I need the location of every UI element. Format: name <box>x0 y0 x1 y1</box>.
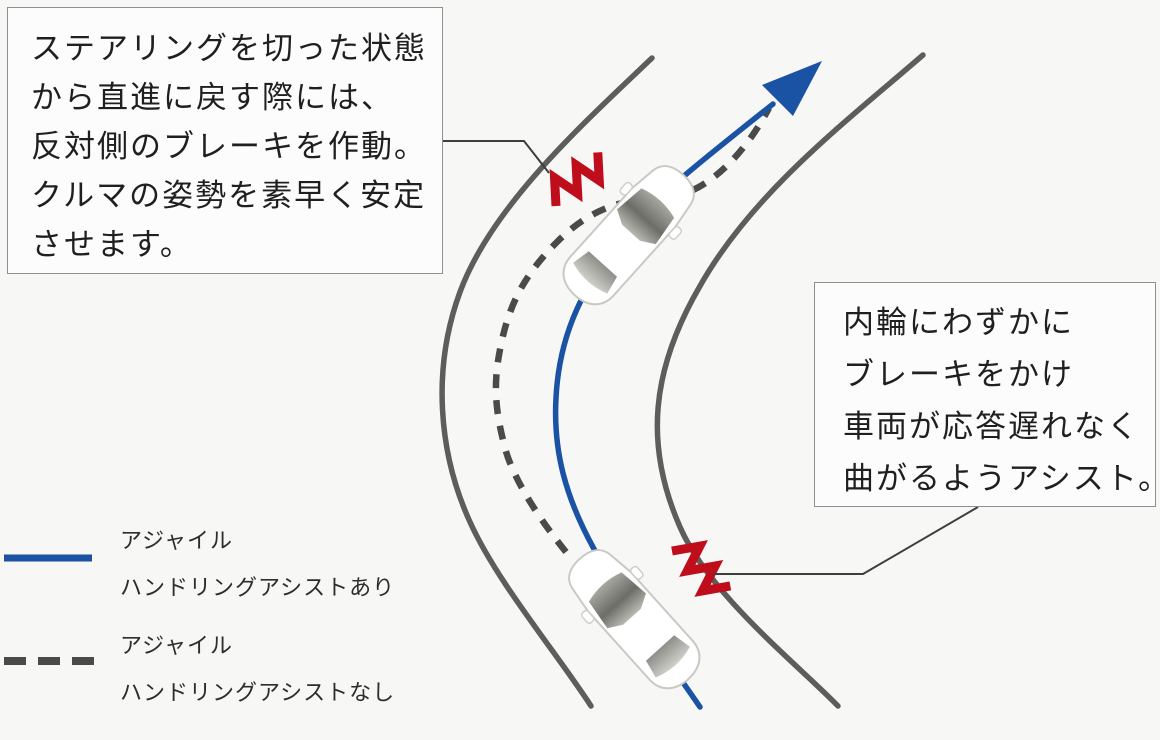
callout-connector-right <box>713 506 979 575</box>
legend-without-assist: アジャイル ハンドリングアシストなし <box>0 622 420 718</box>
legend-label-line: アジャイル <box>120 528 234 553</box>
callout-inner-wheel: 内輪にわずかに ブレーキをかけ 車両が応答遅れなく 曲がるようアシスト。 <box>814 282 1160 507</box>
car-mirror-right <box>629 565 644 580</box>
solid-line-swatch-icon <box>4 554 92 562</box>
legend-label-line: アジャイル <box>120 633 234 658</box>
car-mirror-right <box>668 225 683 240</box>
callout-text-line: から直進に戻す際には、 <box>31 80 394 115</box>
road-edge-left <box>439 55 655 709</box>
car-upper-icon <box>562 165 695 306</box>
callout-text-line: 車両が応答遅れなく <box>843 409 1140 444</box>
brake-pulse-upper-icon <box>549 152 605 207</box>
legend-label: アジャイル ハンドリングアシストなし <box>120 622 395 716</box>
car-windshield <box>588 572 646 629</box>
callout-connector-left <box>442 140 550 174</box>
callout-text-line: 曲がるようアシスト。 <box>843 461 1160 496</box>
path-without-assist-line <box>492 106 772 555</box>
car-rear-window <box>573 251 618 294</box>
callout-text-line: 反対側のブレーキを作動。 <box>31 129 427 164</box>
legend-label-line: ハンドリングアシストなし <box>120 680 396 705</box>
car-mirror-left <box>619 181 634 196</box>
callout-text-line: クルマの姿勢を素早く安定 <box>31 178 427 213</box>
direction-arrow-icon <box>762 61 822 116</box>
car-mirror-left <box>580 609 595 624</box>
legend-with-assist: アジャイル ハンドリングアシストあり <box>0 517 420 613</box>
callout-text-line: 内輪にわずかに <box>843 305 1074 340</box>
legend-label: アジャイル ハンドリングアシストあり <box>120 517 395 611</box>
callout-text-line: させます。 <box>31 227 193 262</box>
callout-text-line: ステアリングを切った状態 <box>31 31 427 66</box>
car-lower-icon <box>568 549 701 690</box>
road-edge-right <box>654 52 926 709</box>
callout-steering-return: ステアリングを切った状態 から直進に戻す際には、 反対側のブレーキを作動。 クル… <box>7 7 443 274</box>
car-rear-window <box>645 635 690 678</box>
car-windshield <box>617 188 675 245</box>
callout-text-line: ブレーキをかけ <box>843 357 1074 392</box>
dashed-line-swatch-icon <box>4 657 96 665</box>
brake-pulse-lower-icon <box>671 540 732 597</box>
legend-label-line: ハンドリングアシストあり <box>120 575 396 600</box>
